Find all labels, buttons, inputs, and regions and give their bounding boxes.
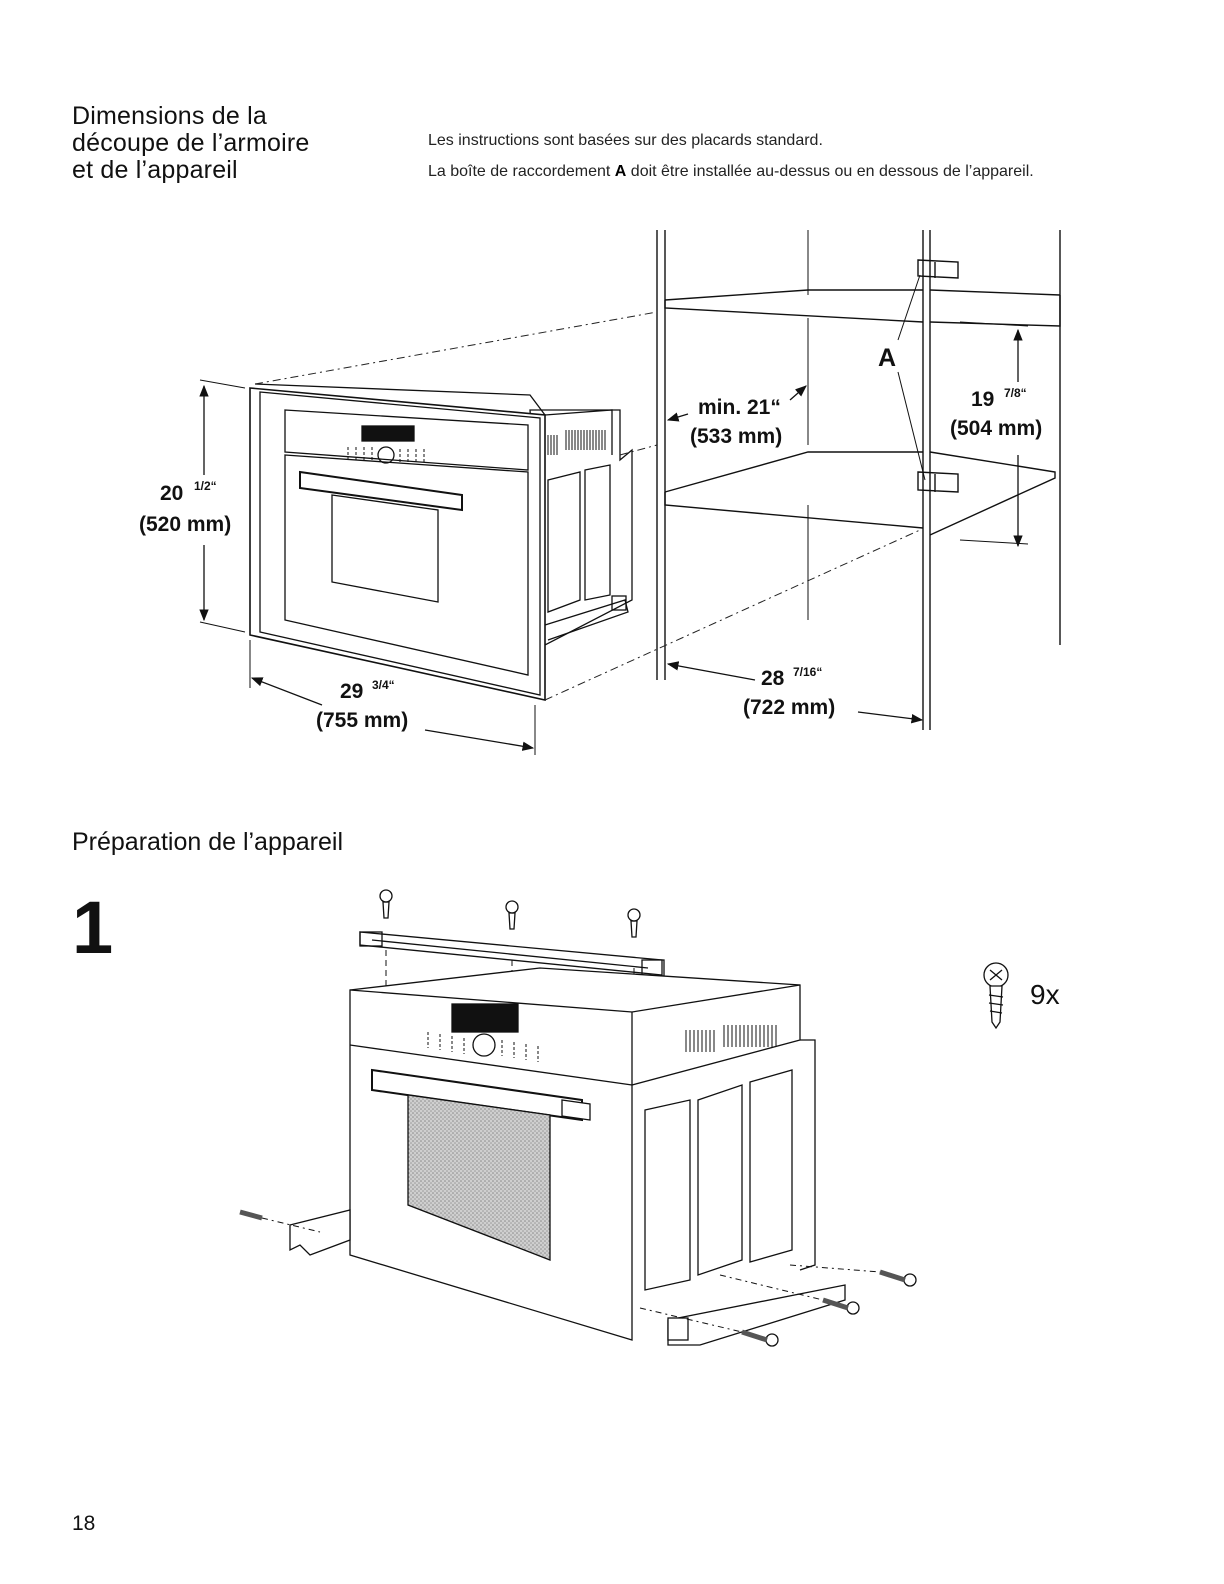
section-title-preparation: Préparation de l’appareil [72,828,344,856]
height-main: 20 [160,482,183,505]
height-fraction: 1/2“ [194,479,217,493]
opening-height-metric: (504 mm) [950,417,1042,440]
page-number: 18 [72,1512,96,1535]
screw-icon [983,962,1009,1030]
title-line: Dimensions de la [72,102,267,130]
preparation-diagram [239,889,917,1347]
width-fraction: 3/4“ [372,678,395,692]
step-number: 1 [72,886,114,969]
top-screws [379,889,641,938]
section-title-dimensions: Dimensions de la découpe de l’armoire et… [72,103,309,184]
junction-box-letter: A [614,163,627,180]
opening-height-main: 19 [971,388,994,411]
oven-drawing [249,383,633,701]
intro-paragraph-2: La boîte de raccordement A doit être ins… [428,163,1034,180]
dimension-labels: 20 1/2“ (520 mm) 29 3/4“ (755 mm) min. 2… [139,344,1042,732]
opening-height-fraction: 7/8“ [1004,386,1027,400]
intro-paragraph-1: Les instructions sont basées sur des pla… [428,132,823,149]
dimension-lines [199,321,1029,755]
title-line: et de l’appareil [72,156,238,184]
projection-lines [254,311,921,701]
side-screws [239,1209,917,1347]
cabinet-drawing [656,230,1061,730]
opening-depth-main: min. 21“ [698,396,781,419]
width-metric: (755 mm) [316,709,408,732]
junction-box-label: A [878,344,896,372]
opening-width-fraction: 7/16“ [793,665,822,679]
opening-width-metric: (722 mm) [743,696,835,719]
width-main: 29 [340,680,363,703]
screw-count: 9x [1030,979,1060,1010]
opening-width-main: 28 [761,667,785,690]
intro-text: Les instructions sont basées sur des pla… [428,130,1088,192]
vent-slots [547,430,606,455]
title-line: découpe de l’armoire [72,129,310,157]
opening-depth-metric: (533 mm) [690,425,782,448]
height-metric: (520 mm) [139,513,231,536]
